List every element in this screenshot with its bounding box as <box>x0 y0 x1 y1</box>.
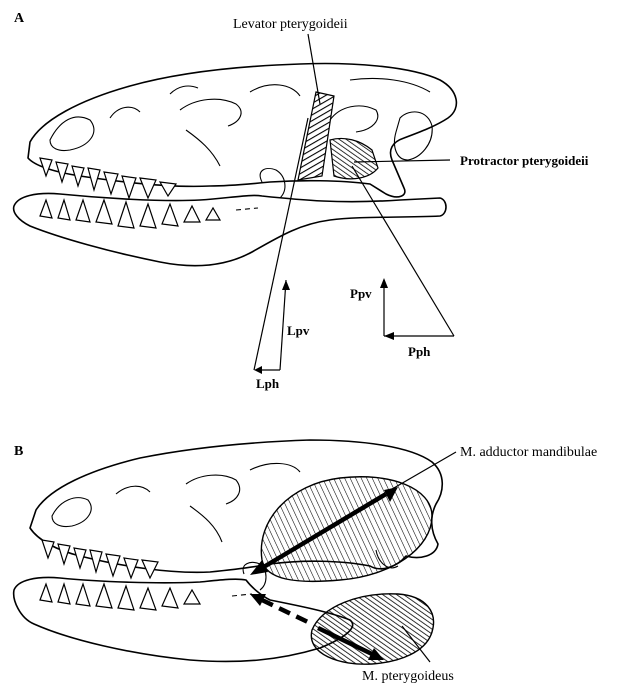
levator-leader <box>308 34 320 104</box>
adductor-leader <box>380 452 456 496</box>
ppv-label: Ppv <box>350 286 372 301</box>
adductor-label: M. adductor mandibulae <box>460 445 597 460</box>
protractor-force-vectors <box>352 166 454 340</box>
protractor-label: Protractor pterygoideii <box>460 153 589 168</box>
panel-b: B <box>14 440 598 684</box>
panel-a: A <box>14 11 589 391</box>
panel-b-letter: B <box>14 444 23 459</box>
protractor-pterygoideii-muscle <box>330 138 378 178</box>
lph-label: Lph <box>256 376 280 391</box>
adductor-mandibulae-muscle <box>261 477 432 582</box>
pph-label: Pph <box>408 344 431 359</box>
lower-teeth-b <box>40 584 200 610</box>
levator-pterygoideii-muscle <box>298 92 334 180</box>
pterygoideus-label: M. pterygoideus <box>362 669 454 684</box>
lower-teeth-a <box>40 200 220 228</box>
upper-teeth-b <box>42 540 158 578</box>
upper-teeth-a <box>40 158 176 198</box>
panel-a-letter: A <box>14 11 25 26</box>
levator-label: Levator pterygoideii <box>233 17 348 32</box>
lpv-label: Lpv <box>287 323 310 338</box>
